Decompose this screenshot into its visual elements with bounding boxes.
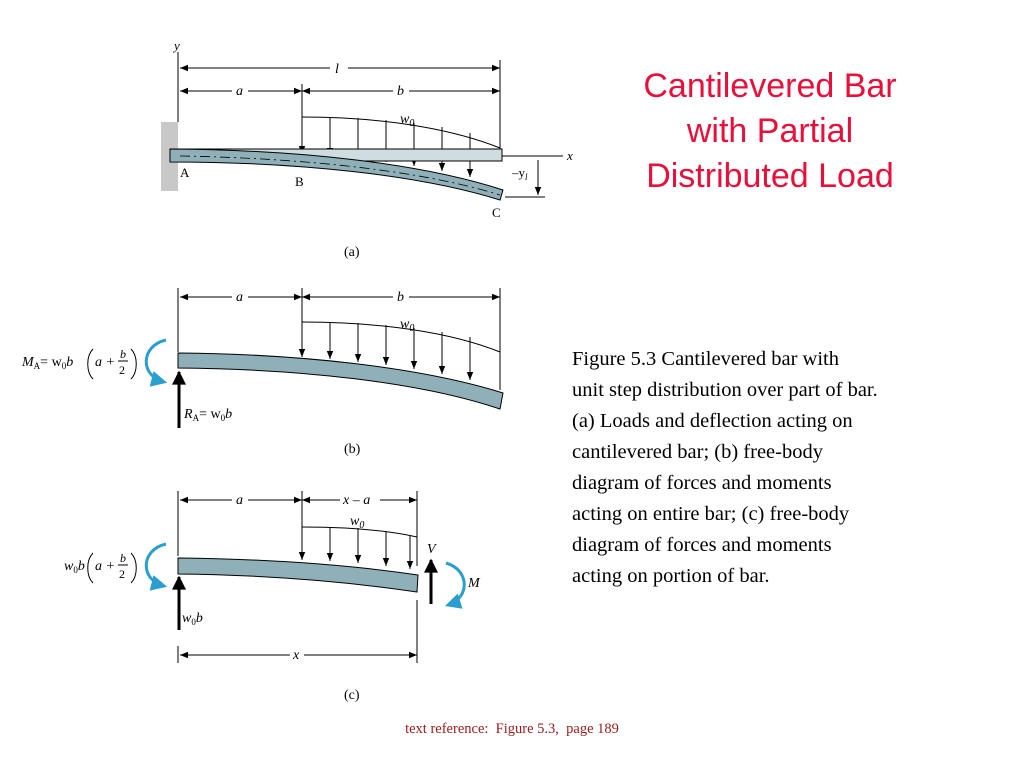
deflected-bar [177, 352, 504, 410]
caption-line: (a) Loads and deflection acting on [572, 410, 853, 432]
title-line: Distributed Load [646, 157, 894, 195]
deflection-label: –yl [511, 165, 528, 182]
caption-line: diagram of forces and moments [572, 534, 832, 556]
distributed-load-curve [301, 526, 418, 538]
moment-label: MA= w0b [21, 355, 73, 371]
dim-x-label: x [292, 648, 300, 663]
moment-label: w0b [64, 559, 85, 575]
title-line: Cantilevered Bar [643, 67, 897, 105]
figure-b: a b w0 RA= w0b MA= w0b a + b 2 (b) [21, 288, 504, 457]
reaction-label: RA= w0b [183, 407, 232, 423]
load-label: w0 [350, 514, 364, 531]
dim-a-label: a [236, 493, 243, 508]
caption-line: Figure 5.3 Cantilevered bar with [572, 348, 840, 370]
dim-x-a-label: x – a [342, 493, 370, 508]
point-b-label: B [295, 174, 304, 189]
load-label: w0 [400, 317, 414, 334]
moment-m-label: M [467, 576, 481, 591]
load-label: w0 [400, 112, 414, 129]
reaction-label: w0b [182, 611, 203, 627]
text-reference-footer: text reference: Figure 5.3, page 189 [405, 721, 619, 737]
point-c-label: C [492, 205, 501, 220]
moment-arrow-right [444, 561, 466, 609]
caption-line: unit step distribution over part of bar. [572, 379, 878, 401]
panel-label-a: (a) [344, 245, 360, 260]
svg-text:a +: a + [95, 559, 115, 574]
shear-label: V [427, 542, 437, 557]
y-axis-label: y [172, 38, 180, 53]
svg-text:2: 2 [119, 363, 125, 377]
title-line: with Partial [686, 112, 854, 150]
length-label: l [335, 62, 339, 77]
point-a-label: A [180, 165, 190, 180]
svg-text:b: b [120, 347, 126, 361]
dim-b-label: b [397, 84, 404, 99]
figure-caption: Figure 5.3 Cantilevered bar with unit st… [572, 344, 992, 592]
dim-a-label: a [236, 290, 243, 305]
figure-c: a x – a w0 w0b w0b a + b 2 V M [64, 491, 481, 703]
figure-a: y x l a b w0 A B [161, 38, 573, 260]
svg-text:a +: a + [95, 355, 115, 370]
caption-line: cantilevered bar; (b) free-body [572, 441, 823, 463]
caption-line: acting on entire bar; (c) free-body [572, 503, 850, 525]
panel-label-b: (b) [344, 442, 361, 457]
dim-b-label: b [397, 290, 404, 305]
beam-segment [177, 557, 419, 593]
caption-line: acting on portion of bar. [572, 565, 770, 587]
x-axis-label: x [566, 148, 573, 163]
load-arrows [298, 322, 474, 380]
load-arrows [298, 527, 414, 569]
svg-text:b: b [120, 551, 126, 565]
slide-title: Cantilevered Bar with Partial Distribute… [590, 64, 950, 199]
moment-arrow [144, 338, 168, 387]
svg-text:2: 2 [119, 567, 125, 581]
deflected-bar [169, 148, 504, 201]
panel-label-c: (c) [344, 688, 360, 703]
caption-line: diagram of forces and moments [572, 472, 832, 494]
dim-a-label: a [236, 84, 243, 99]
moment-arrow-left [144, 542, 168, 591]
